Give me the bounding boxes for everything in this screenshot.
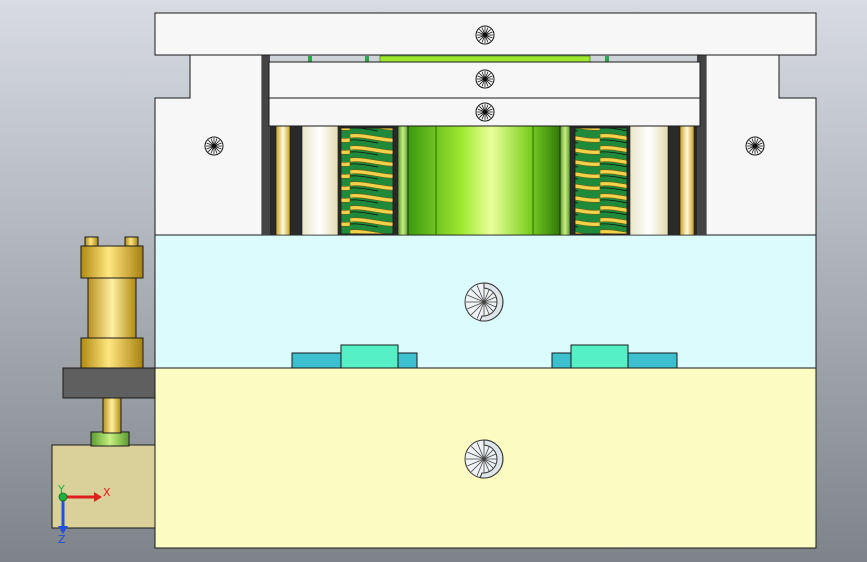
x-axis-arrowhead (94, 492, 102, 502)
compression-spring-left (340, 127, 394, 235)
cylinder-bottom-cap (80, 337, 144, 369)
guide-bushing (629, 125, 669, 236)
spiral-mark-icon (464, 439, 504, 479)
green-tick (605, 56, 609, 62)
central-ejector-body (407, 125, 561, 236)
screw-head-icon (475, 69, 495, 89)
insert-left-top (340, 344, 399, 369)
guide-pin (275, 125, 291, 236)
axis-triad: X Y Z (57, 483, 111, 546)
cylinder-barrel (87, 277, 137, 339)
screw-head-icon (745, 136, 765, 156)
insert-right[interactable] (551, 344, 678, 369)
green-top-strip (379, 55, 591, 63)
cylinder-bracket (62, 367, 157, 399)
cylinder-nut-left (84, 236, 99, 247)
y-axis-label: Y (57, 483, 65, 496)
screw-head-icon (475, 102, 495, 122)
y-axis-dot (58, 492, 68, 502)
housing-inner-shadow-right (697, 55, 706, 235)
green-rod (559, 125, 571, 236)
green-tick (308, 56, 312, 62)
screw-head-icon (204, 136, 224, 156)
gas-spring-assembly[interactable] (51, 236, 157, 529)
z-axis-label: Z (58, 533, 66, 546)
green-tick (365, 56, 369, 62)
cylinder-top-cap (80, 245, 144, 279)
screw-head-icon (475, 25, 495, 45)
spiral-mark-icon (464, 282, 504, 322)
z-axis-arrowhead (58, 526, 68, 534)
insert-right-top (570, 344, 629, 369)
cylinder-nut-right (124, 236, 139, 247)
insert-left[interactable] (291, 344, 418, 369)
guide-pin (679, 125, 695, 236)
green-adapter (90, 431, 130, 447)
x-axis-label: X (103, 486, 111, 499)
compression-spring-right (574, 127, 628, 235)
green-rod (397, 125, 409, 236)
piston-rod (102, 394, 122, 434)
gas-spring-block (51, 444, 156, 529)
guide-bushing (301, 125, 339, 236)
housing-inner-shadow-left (262, 55, 270, 235)
